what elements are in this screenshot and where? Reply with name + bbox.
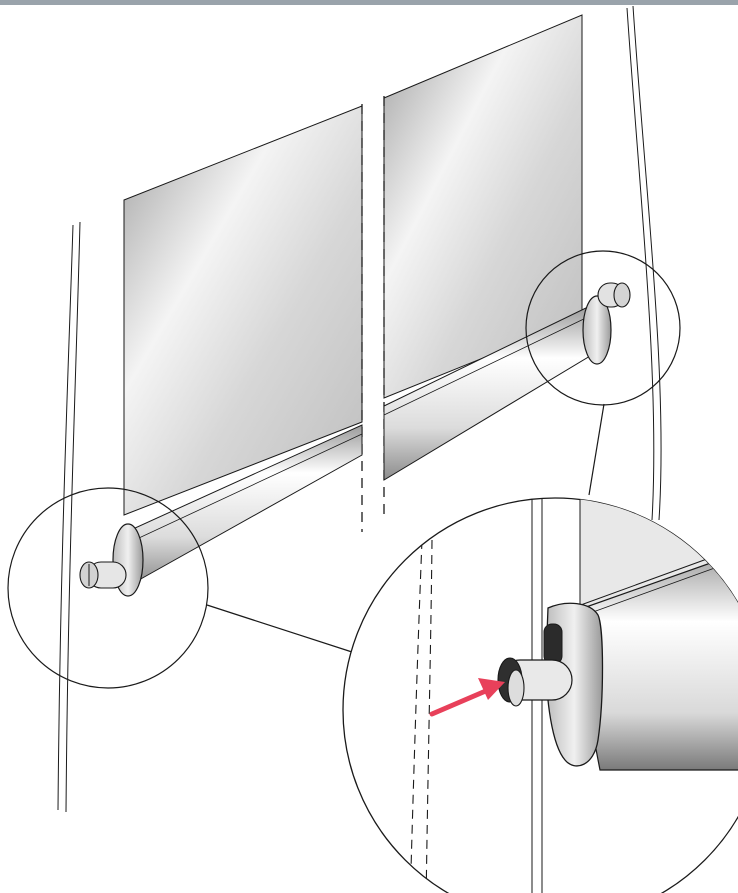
right-end-cap-callout [525,250,681,406]
detail-break-lines [409,539,433,893]
support-wire-right [626,5,662,521]
top-border-strip [0,0,738,5]
end-cap-left [79,523,144,597]
left-end-cap-callout [7,487,209,689]
end-cap-right [582,282,631,365]
detail-wire [531,498,543,893]
support-wire-left [57,221,81,813]
end-cap-detail-callout [342,497,738,893]
detail-rod [497,657,573,707]
installation-illustration [7,5,738,893]
poster-panel-left [123,105,363,516]
detail-slot-opening [543,623,563,665]
insert-direction-arrow-icon [429,678,505,717]
callout-leader-lines [206,403,605,653]
